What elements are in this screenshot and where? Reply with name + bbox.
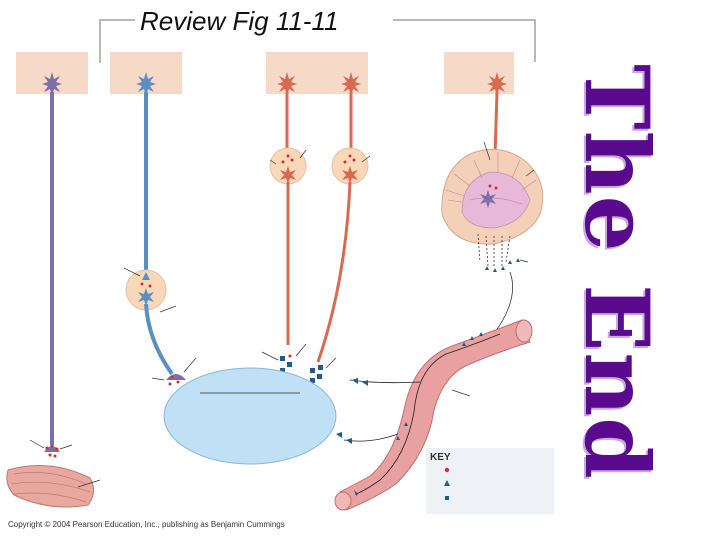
copyright-text: Copyright © 2004 Pearson Education, Inc.…: [8, 520, 285, 529]
adrenal-pathway: [441, 72, 544, 337]
sympathetic-neuron-1: [269, 72, 307, 345]
page-title: Review Fig 11-11: [140, 6, 339, 36]
key-dot-icon: [444, 467, 450, 473]
bracket-line: [99, 19, 536, 63]
varicosity-receptors: [261, 343, 337, 383]
target-organ: [163, 367, 337, 465]
cns-box-adrenal: [444, 52, 514, 94]
the-end-text: The End: [565, 64, 669, 480]
neuron-body-icon: [42, 72, 62, 96]
key-label: KEY: [430, 452, 451, 463]
end-text-container: The End: [542, 64, 692, 480]
key-panel: KEY: [426, 448, 554, 514]
skeletal-muscle: [6, 465, 101, 508]
sympathetic-neuron-2: [316, 72, 371, 363]
somatic-neuron: [29, 72, 73, 458]
square-receptor-icon: [280, 356, 285, 361]
blood-vessel: [334, 319, 533, 511]
parasympathetic-neuron: [123, 72, 197, 386]
triangle-receptor-icon: [142, 272, 150, 280]
key-square-icon: [445, 496, 449, 500]
dot-neurotransmitter-icon: [45, 446, 49, 450]
key-triangle-icon: [444, 480, 450, 486]
key-symbols: [426, 448, 554, 514]
